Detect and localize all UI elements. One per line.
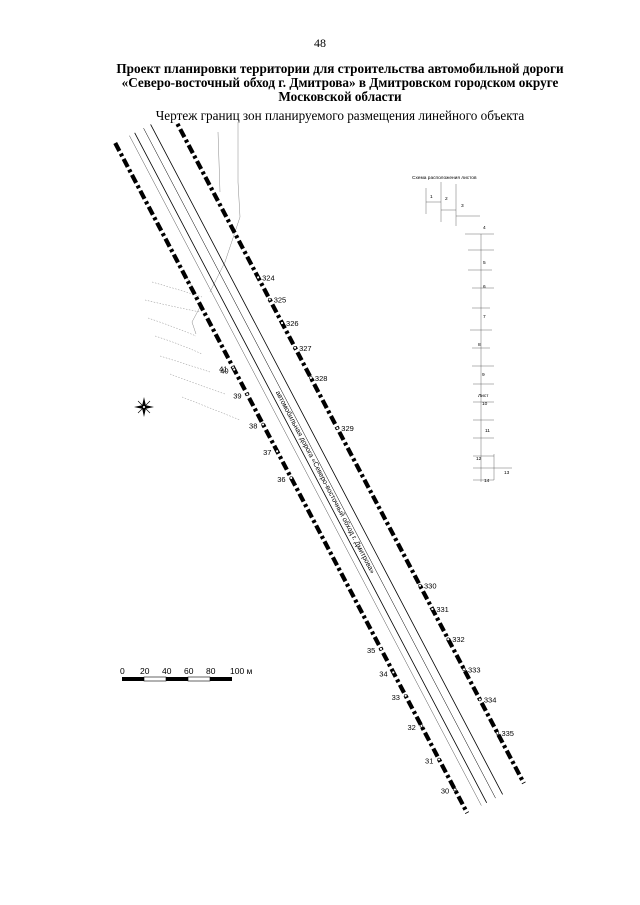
left-boundary-point-label: 37 bbox=[263, 448, 271, 457]
left-boundary-point-label: 30 bbox=[441, 787, 449, 796]
left-boundary-point-marker bbox=[245, 392, 249, 396]
boundary-map: 3243253263273283293303313323333343354140… bbox=[113, 122, 526, 814]
scale-tick: 60 bbox=[184, 666, 194, 676]
right-boundary-point-marker bbox=[462, 667, 466, 672]
left-boundary-point-label: 36 bbox=[277, 475, 285, 484]
right-boundary-point-label: 329 bbox=[341, 424, 354, 433]
right-boundary-point-marker bbox=[446, 637, 450, 641]
boundary-points-layer: 3243253263273283293303313323333343354140… bbox=[219, 273, 514, 795]
left-boundary-point-marker bbox=[437, 757, 441, 762]
compass-rose-icon bbox=[134, 397, 154, 417]
scale-tick: 20 bbox=[140, 666, 150, 676]
left-boundary-point-label: 35 bbox=[367, 646, 375, 655]
left-boundary-point-label: 38 bbox=[249, 421, 257, 430]
inset-sheet: 3 bbox=[461, 203, 464, 209]
right-boundary-point-marker bbox=[293, 346, 297, 350]
right-boundary-point-label: 328 bbox=[315, 374, 328, 383]
scale-tick: 40 bbox=[162, 666, 172, 676]
road-edge-inner-right bbox=[143, 128, 496, 799]
right-boundary-point-label: 326 bbox=[286, 319, 299, 328]
left-boundary-point-marker bbox=[289, 476, 293, 480]
scale-tick: 80 bbox=[206, 666, 216, 676]
inset-sheet: 5 bbox=[483, 260, 486, 266]
right-boundary-point-marker bbox=[335, 426, 340, 430]
right-boundary-point-marker bbox=[495, 731, 500, 735]
inset-sheet: 12 bbox=[476, 456, 482, 462]
sheet-layout-inset: Схема расположения листов bbox=[412, 175, 512, 484]
right-boundary-point-marker bbox=[478, 697, 482, 702]
left-boundary-point-label: 40 bbox=[220, 366, 228, 375]
scale-bar: 0 20 40 60 80 100 м bbox=[120, 666, 253, 682]
left-boundary-point-label: 33 bbox=[392, 693, 400, 702]
inset-current-sheet-label: Лист bbox=[478, 393, 489, 399]
inset-sheet: 6 bbox=[483, 284, 486, 290]
right-boundary-point-label: 331 bbox=[436, 605, 449, 614]
left-boundary-point-label: 32 bbox=[407, 723, 415, 732]
inset-sheet: 2 bbox=[445, 196, 448, 202]
left-boundary-point-marker bbox=[232, 367, 236, 372]
road-layer bbox=[113, 122, 526, 814]
left-boundary-point-marker bbox=[379, 647, 383, 651]
road-label: автомобильная дорога «Северо-восточный о… bbox=[274, 389, 377, 575]
road-shoulder-left bbox=[129, 135, 482, 806]
title-line: Проект планировки территории для строите… bbox=[116, 61, 564, 76]
inset-sheet: 13 bbox=[504, 470, 510, 476]
page-number: 48 bbox=[314, 36, 326, 50]
inset-sheet: 9 bbox=[482, 372, 485, 378]
right-zone-boundary bbox=[174, 122, 526, 785]
inset-sheet: 7 bbox=[483, 314, 486, 320]
drawing-subtitle: Чертеж границ зон планируемого размещени… bbox=[155, 108, 525, 123]
right-boundary-point-marker bbox=[430, 607, 435, 611]
left-boundary-point-marker bbox=[261, 422, 265, 427]
left-boundary-point-marker bbox=[403, 694, 408, 698]
inset-sheet: 4 bbox=[483, 225, 486, 231]
left-boundary-point-label: 34 bbox=[379, 669, 387, 678]
inset-sheet: 10 bbox=[482, 401, 488, 407]
left-boundary-point-marker bbox=[453, 787, 457, 792]
right-boundary-point-label: 327 bbox=[299, 344, 312, 353]
road-edge-right bbox=[150, 124, 503, 795]
right-boundary-point-label: 324 bbox=[262, 273, 275, 282]
inset-sheet: 14 bbox=[484, 478, 490, 484]
left-boundary-point-label: 41 bbox=[219, 364, 227, 373]
right-boundary-point-marker bbox=[268, 297, 272, 302]
right-boundary-point-marker bbox=[280, 321, 284, 325]
right-boundary-point-label: 330 bbox=[424, 582, 437, 591]
title-line: «Северо-восточный обход г. Дмитрова» в Д… bbox=[121, 75, 559, 90]
terrain-features bbox=[144, 122, 241, 421]
right-boundary-point-label: 335 bbox=[501, 729, 514, 738]
inset-sheet: 11 bbox=[485, 428, 490, 434]
road-edge-left bbox=[134, 132, 488, 803]
right-boundary-point-label: 332 bbox=[452, 635, 465, 644]
right-boundary-point-marker bbox=[418, 583, 422, 588]
title-line: Московской области bbox=[278, 89, 402, 104]
inset-sheet: 8 bbox=[478, 342, 481, 348]
right-boundary-point-label: 333 bbox=[468, 665, 481, 674]
right-boundary-point-marker bbox=[309, 376, 313, 380]
right-boundary-point-label: 334 bbox=[484, 696, 497, 705]
inset-title: Схема расположения листов bbox=[412, 175, 477, 181]
left-boundary-point-label: 39 bbox=[233, 391, 241, 400]
left-boundary-point-label: 31 bbox=[425, 756, 433, 765]
right-boundary-point-marker bbox=[256, 275, 260, 280]
document-title: Проект планировки территории для строите… bbox=[100, 62, 580, 104]
right-boundary-point-label: 325 bbox=[274, 296, 287, 305]
scale-tick: 100 м bbox=[230, 666, 253, 676]
left-boundary-point-marker bbox=[391, 670, 395, 675]
inset-sheet: 1 bbox=[430, 194, 433, 200]
scale-tick: 0 bbox=[120, 666, 125, 676]
left-boundary-point-marker bbox=[419, 724, 424, 728]
left-boundary-point-marker bbox=[275, 449, 279, 453]
